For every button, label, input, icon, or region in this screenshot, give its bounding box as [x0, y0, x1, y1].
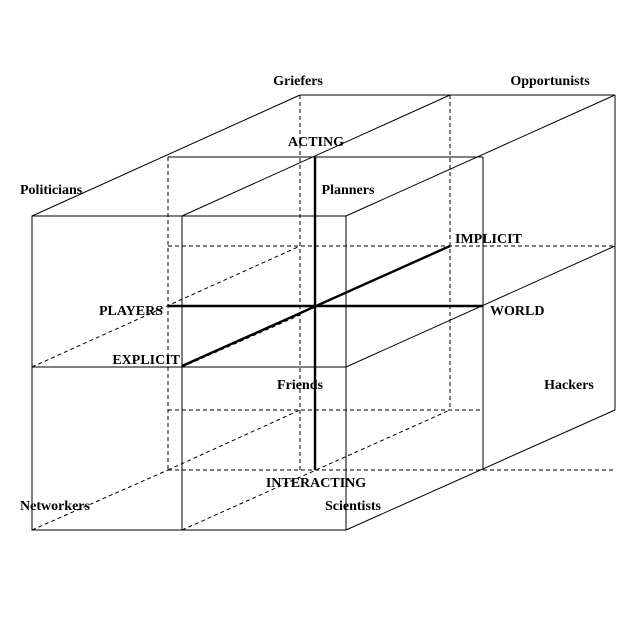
- type-label-hackers: Hackers: [544, 378, 594, 393]
- player-type-labels: Griefers Opportunists Politicians Planne…: [20, 74, 594, 514]
- type-label-planners: Planners: [322, 183, 375, 198]
- axis-label-acting: ACTING: [288, 135, 344, 150]
- explicit-implicit-axis: [181, 244, 451, 368]
- axis-labels: ACTING INTERACTING PLAYERS WORLD EXPLICI…: [99, 135, 545, 491]
- type-label-friends: Friends: [277, 378, 323, 393]
- axis-label-explicit: EXPLICIT: [112, 353, 180, 368]
- axis-label-players: PLAYERS: [99, 304, 163, 319]
- type-label-opportunists: Opportunists: [510, 74, 590, 89]
- visible-edges: [31, 94, 616, 531]
- axis-label-interacting: INTERACTING: [266, 476, 366, 491]
- type-label-networkers: Networkers: [20, 499, 91, 514]
- type-label-griefers: Griefers: [273, 74, 323, 89]
- type-label-scientists: Scientists: [325, 499, 382, 514]
- axis-label-world: WORLD: [490, 304, 544, 319]
- axis-label-implicit: IMPLICIT: [455, 232, 523, 247]
- type-label-politicians: Politicians: [20, 183, 83, 198]
- axes: [168, 157, 483, 470]
